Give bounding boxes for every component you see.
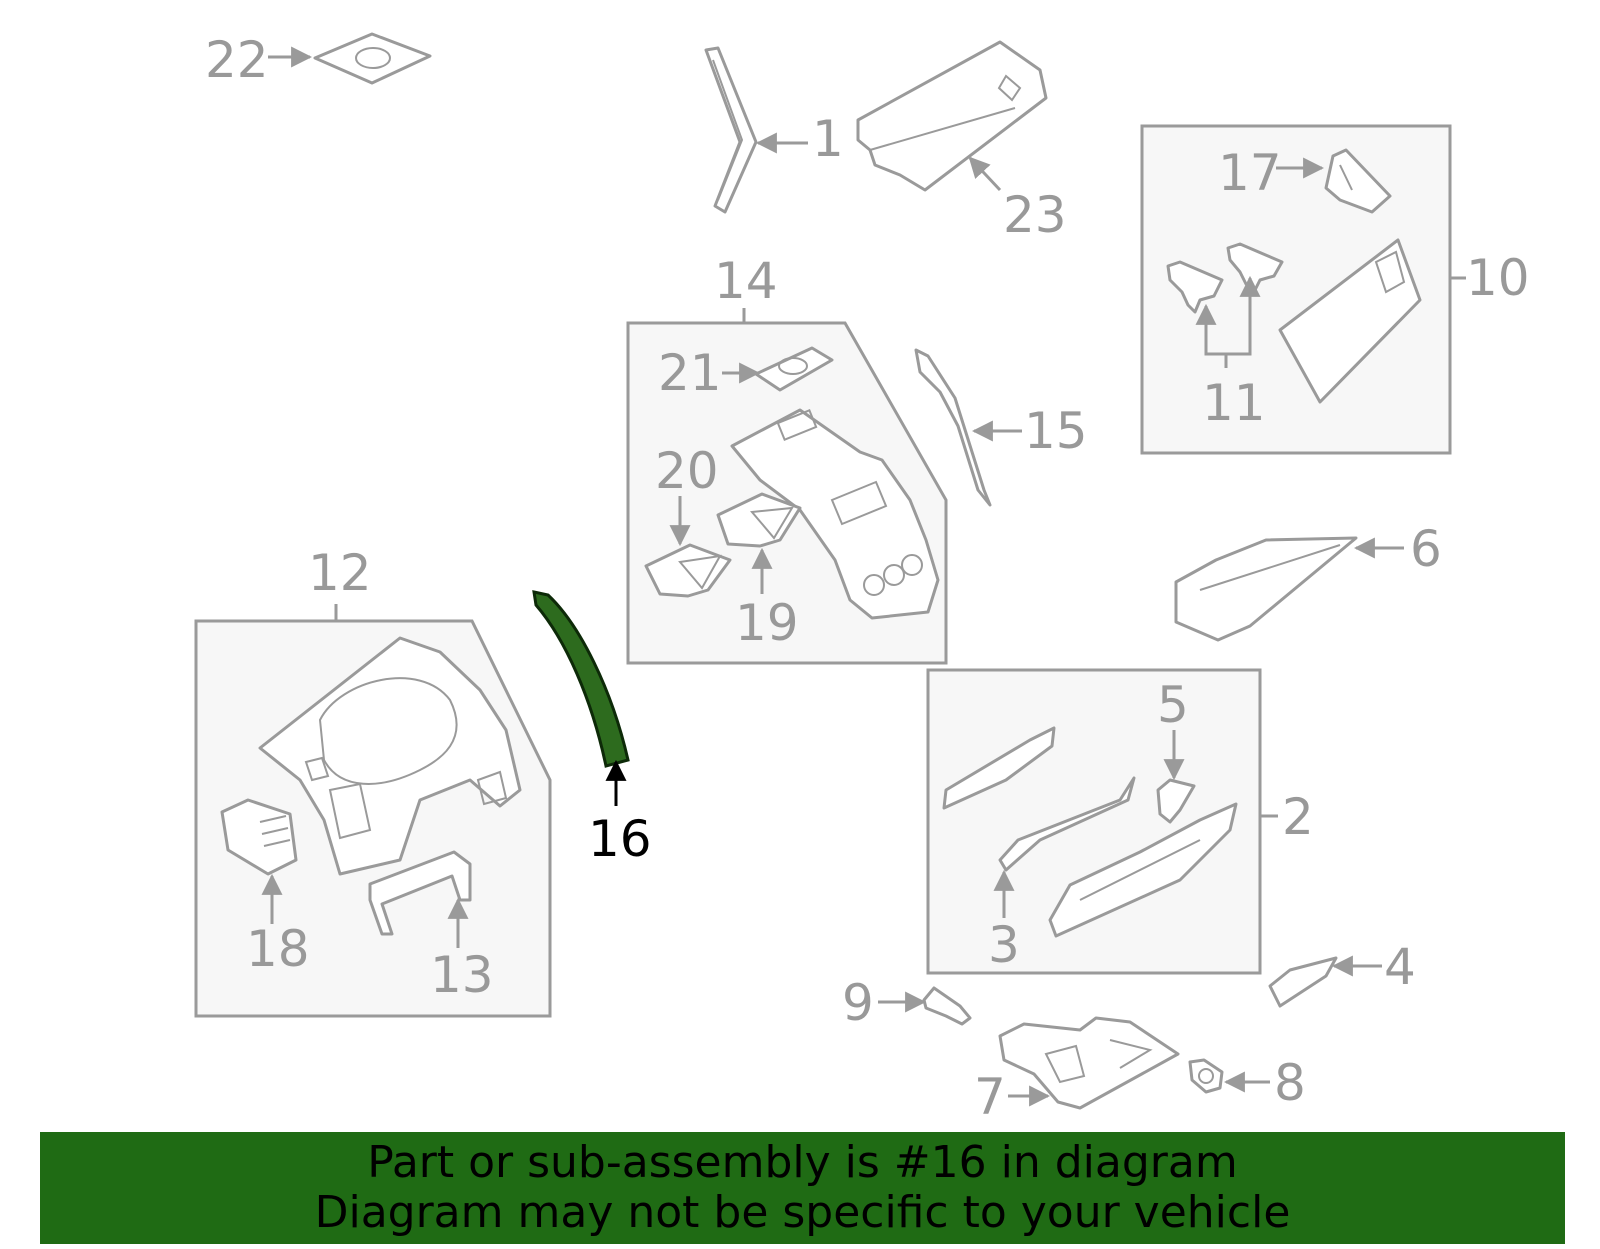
callout-labels: 22 1 23 17 10 11 14 21 15 20 19 6 12 5 2… — [205, 31, 1530, 1126]
part-2-lower-panel-right — [1048, 802, 1238, 938]
box-2 — [926, 668, 1262, 975]
callout-4: 4 — [1384, 938, 1416, 996]
part-1-pillar-trim — [704, 46, 758, 214]
callout-9: 9 — [842, 974, 874, 1032]
part-9-clip — [922, 986, 972, 1026]
callout-1: 1 — [812, 110, 844, 168]
callout-13: 13 — [430, 946, 494, 1004]
callout-15: 15 — [1024, 402, 1088, 460]
callout-16-highlighted: 16 — [588, 810, 652, 868]
part-2-lower-panel-upper — [942, 726, 1056, 810]
part-21-switch-cover — [754, 346, 834, 392]
part-18-vent — [220, 798, 298, 876]
leaders — [261, 46, 1466, 1107]
callout-22: 22 — [205, 31, 269, 89]
callout-3: 3 — [988, 916, 1020, 974]
callout-5: 5 — [1157, 676, 1189, 734]
part-6-glove-box — [1174, 536, 1358, 642]
part-4-bracket — [1268, 956, 1338, 1008]
part-16-highlighted — [532, 590, 630, 768]
callout-6: 6 — [1410, 520, 1442, 578]
callout-8: 8 — [1274, 1054, 1306, 1112]
callout-12: 12 — [308, 544, 372, 602]
part-15-garnish — [914, 348, 992, 507]
callout-18: 18 — [246, 920, 310, 978]
callout-21: 21 — [658, 344, 722, 402]
callout-7: 7 — [974, 1068, 1006, 1126]
callout-11: 11 — [1202, 374, 1266, 432]
part-3-lower-panel — [998, 776, 1136, 872]
part-8-bolt — [1188, 1058, 1224, 1094]
part-12-instrument-panel — [258, 636, 522, 876]
info-banner: Part or sub-assembly is #16 in diagram D… — [40, 1132, 1565, 1244]
callout-19: 19 — [735, 594, 799, 652]
banner-line-1: Part or sub-assembly is #16 in diagram — [367, 1137, 1238, 1188]
banner-line-2: Diagram may not be specific to your vehi… — [314, 1187, 1291, 1238]
part-14-center-panel — [730, 408, 940, 620]
part-10-glove-box-door — [1278, 238, 1422, 404]
callout-23: 23 — [1003, 186, 1067, 244]
callout-17: 17 — [1218, 144, 1282, 202]
part-23-dash-cover — [856, 40, 1048, 192]
part-22-trim-plate — [313, 32, 432, 85]
part-17-clip — [1324, 148, 1392, 214]
part-13-bezel — [368, 850, 472, 936]
callout-20: 20 — [655, 442, 719, 500]
callout-14: 14 — [714, 252, 778, 310]
callout-10: 10 — [1466, 249, 1530, 307]
part-19-vent — [716, 492, 802, 548]
callout-2: 2 — [1282, 788, 1314, 846]
